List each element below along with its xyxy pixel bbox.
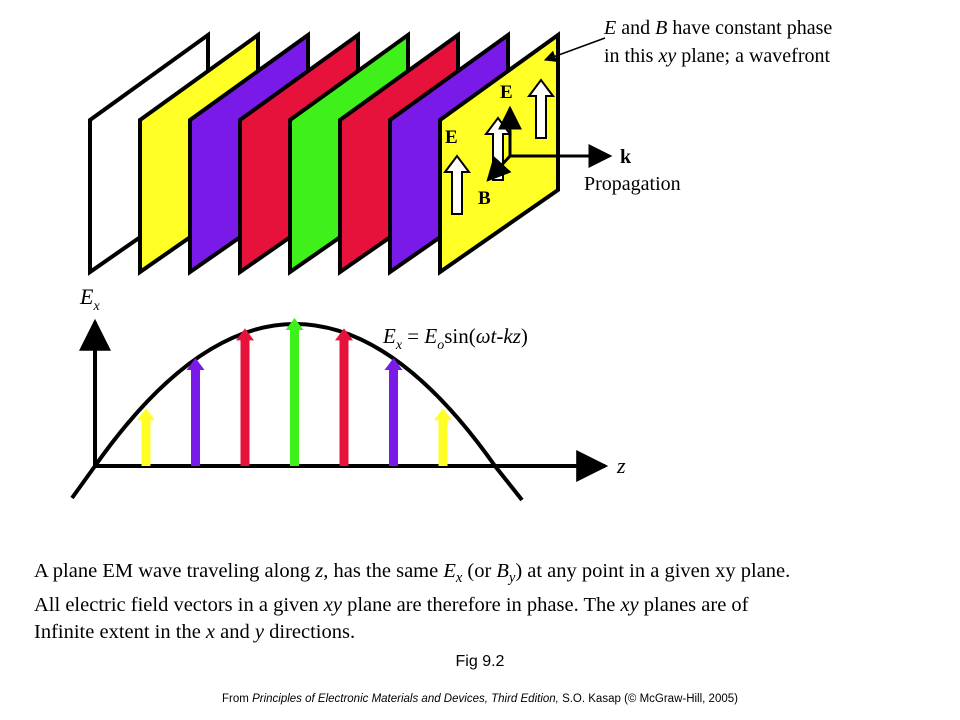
annotation-line-2: in this xy plane; a wavefront: [604, 45, 830, 67]
wavefront-planes: [88, 31, 560, 276]
field-arrow-head: [285, 318, 304, 330]
field-arrow-shaft: [339, 339, 349, 466]
field-arrow-shaft: [438, 419, 448, 466]
field-plot: [70, 318, 609, 502]
b-field-axis-down: [486, 154, 512, 182]
ex-axis-label: Ex: [79, 284, 100, 314]
figure-number: Fig 9.2: [455, 653, 505, 670]
annotation-line-1: E and B have constant phase: [603, 17, 832, 39]
field-arrow-head: [335, 328, 353, 341]
field-arrow-head: [434, 408, 452, 421]
axis-extension: [70, 464, 97, 500]
source-credit: From Principles of Electronic Materials …: [222, 693, 738, 705]
b-label: B: [478, 188, 491, 209]
z-axis-label: z: [616, 453, 626, 478]
wave-equation: Ex = Eosin(ωt-kz): [382, 324, 528, 354]
annotation-leader-line: [543, 37, 606, 62]
field-arrow-head: [186, 357, 205, 370]
e-field-arrow-left: [443, 154, 471, 215]
field-arrow-shaft: [191, 368, 200, 466]
k-label: k: [620, 146, 632, 168]
figure-caption: A plane EM wave traveling along z, has t…: [34, 560, 791, 644]
e-label-upper: E: [500, 82, 513, 103]
front-plane-vectors: [443, 78, 613, 215]
e-field-arrow-right: [527, 78, 555, 139]
field-arrow-head: [384, 357, 403, 370]
em-wave-diagram: E E B k Propagation E and B have constan…: [70, 17, 832, 502]
field-arrow-head: [137, 408, 155, 421]
field-arrow-shaft: [389, 368, 398, 466]
field-arrow-shaft: [240, 339, 250, 466]
e-label-lower: E: [445, 127, 458, 148]
propagation-label: Propagation: [584, 173, 681, 195]
field-arrow-head: [236, 328, 254, 341]
field-arrow-shaft: [141, 419, 151, 466]
sine-curve: [93, 322, 524, 502]
field-arrows: [137, 318, 452, 466]
field-arrow-shaft: [290, 329, 299, 466]
